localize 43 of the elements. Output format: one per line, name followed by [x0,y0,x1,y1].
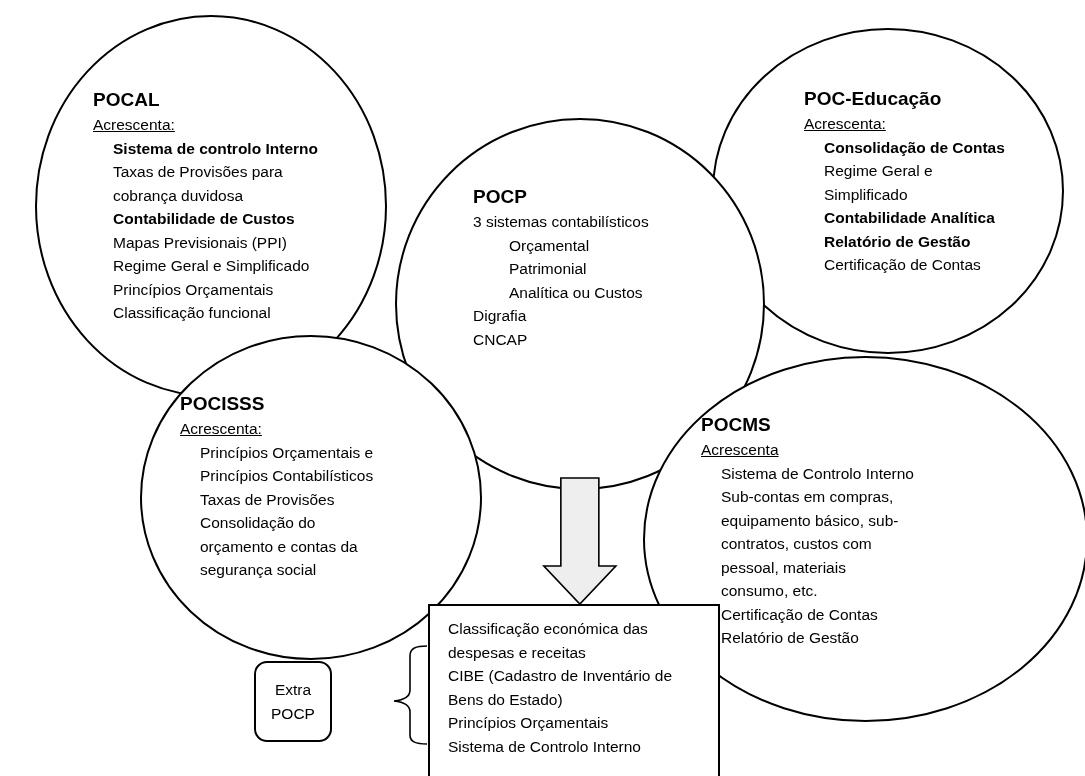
subheading: Acrescenta [701,440,779,460]
list-item: Sub-contas em compras, equipamento básico, sub-contratos, custos com pessoal, materiais consumo, etc. [721,487,900,601]
box-label: Extra POCP [270,679,316,724]
node-heading: POC-Educação [804,87,942,111]
list-item: Orçamental [509,235,590,256]
list-item: Analítica ou Custos [509,282,643,303]
list-item: Digrafia [473,306,527,326]
list-item: Princípios Orçamentais [113,279,274,300]
subheading: Acrescenta: [804,114,886,134]
ellipse-node [35,15,387,397]
list-item: Consolidação de Contas [824,137,1005,158]
list-item: Patrimonial [509,259,587,279]
list-item: Sistema de controlo Interno [113,138,318,159]
list-item: Sistema de Controlo Interno [448,736,641,757]
list-item: CNCAP [473,329,528,350]
node-heading: POCP [473,185,527,209]
node-heading: POCAL [93,88,160,112]
list-item: Classificação económica das despesas e receitas [448,619,649,663]
list-item: Princípios Orçamentais e Princípios Contabilísticos [200,442,375,486]
subheading: Acrescenta: [180,419,262,439]
block-arrow [542,477,618,606]
node-heading: POCMS [701,413,771,437]
list-item: Taxas de Provisões para cobrança duvidosa [113,162,284,206]
list-item: Consolidação do orçamento e contas da segurança social [200,513,359,580]
list-item: Relatório de Gestão [824,231,971,252]
ellipse-node [712,28,1064,354]
list-item: Classificação funcional [113,303,271,323]
subheading: Acrescenta: [93,115,175,135]
rounded-box [254,661,332,742]
list-item: CIBE (Cadastro de Inventário de Bens do Estado) [448,666,673,710]
list-item: Mapas Previsionais (PPI) [113,232,287,253]
list-item: Sistema de Controlo Interno [721,463,914,484]
list-item: Relatório de Gestão [721,628,859,648]
node-heading: POCISSS [180,392,265,416]
list-item: Contabilidade Analítica [824,208,995,228]
list-item: Certificação de Contas [824,255,981,275]
list-item: Regime Geral e Simplificado [113,256,310,276]
list-item: 3 sistemas contabilísticos [473,212,649,232]
list-item: Taxas de Provisões [200,489,335,510]
list-item: Regime Geral e Simplificado [824,161,934,205]
list-item: Princípios Orçamentais [448,713,609,733]
list-item: Certificação de Contas [721,604,878,625]
list-item: Contabilidade de Custos [113,209,295,229]
